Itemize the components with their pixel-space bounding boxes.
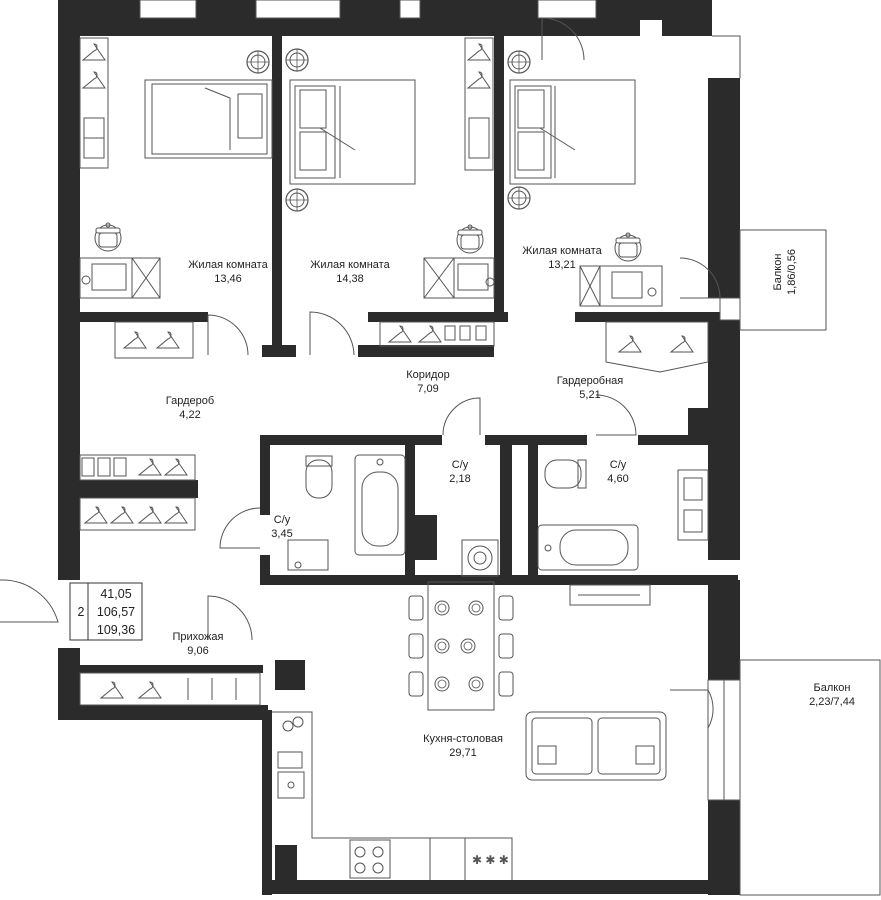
room-label-dressing-room: Гардеробная 5,21 xyxy=(540,374,640,402)
room-area: 4,60 xyxy=(607,473,629,485)
room-name: Кухня-столовая xyxy=(423,733,503,745)
room-area: 4,22 xyxy=(179,409,201,421)
windows xyxy=(139,0,741,801)
room-label-bedroom-3: Жилая комната 13,21 xyxy=(512,244,612,272)
room-area: 2,23/7,44 xyxy=(809,696,855,708)
room-area: 1,86/0,56 xyxy=(786,249,798,295)
living-area: 41,05 xyxy=(100,587,132,601)
room-area: 5,21 xyxy=(579,389,601,401)
room-count: 2 xyxy=(77,605,85,619)
room-label-wardrobe: Гардероб 4,22 xyxy=(140,394,240,422)
room-label-hallway: Прихожая 9,06 xyxy=(148,630,248,658)
room-name: Жилая комната xyxy=(310,259,390,271)
room-label-bedroom-2: Жилая комната 14,38 xyxy=(300,258,400,286)
room-name: Жилая комната xyxy=(522,245,602,257)
room-area: 29,71 xyxy=(449,747,477,759)
room-area: 13,21 xyxy=(548,259,576,271)
room-area: 3,45 xyxy=(271,528,293,540)
room-name: Балкон xyxy=(813,682,851,694)
room-label-bathroom-2: С/у 4,60 xyxy=(588,458,648,486)
room-area: 14,38 xyxy=(336,273,364,285)
room-name: С/у xyxy=(609,459,627,471)
room-name: Прихожая xyxy=(172,631,224,643)
room-area: 2,18 xyxy=(449,473,471,485)
room-label-bathroom-1: С/у 2,18 xyxy=(430,458,490,486)
svg-text:✱ ✱ ✱: ✱ ✱ ✱ xyxy=(472,853,509,867)
room-area: 7,09 xyxy=(417,383,439,395)
walls xyxy=(58,0,740,895)
area-values: 41,05 106,57 109,36 xyxy=(90,585,142,639)
room-label-bathroom-3: С/у 3,45 xyxy=(252,513,312,541)
room-label-bedroom-1: Жилая комната 13,46 xyxy=(178,258,278,286)
room-name: С/у xyxy=(451,459,469,471)
room-label-balcony-2: Балкон 2,23/7,44 xyxy=(782,681,881,709)
room-label-corridor: Коридор 7,09 xyxy=(378,368,478,396)
room-area: 9,06 xyxy=(187,645,209,657)
room-name: С/у xyxy=(273,514,291,526)
room-name: Балкон xyxy=(772,253,784,291)
total-area: 106,57 xyxy=(96,605,136,619)
room-label-balcony-1: Балкон 1,86/0,56 xyxy=(771,227,799,317)
room-name: Гардеробная xyxy=(556,375,624,387)
doors xyxy=(0,17,721,729)
room-label-kitchen: Кухня-столовая 29,71 xyxy=(408,732,518,760)
balconies xyxy=(712,35,881,896)
apartment-summary: 2 41,05 106,57 109,36 xyxy=(70,583,142,640)
total-area-with-balcony: 109,36 xyxy=(96,623,136,637)
room-name: Жилая комната xyxy=(188,259,268,271)
room-name: Коридор xyxy=(406,369,450,381)
furniture: ✱ ✱ ✱ xyxy=(69,37,709,880)
room-area: 13,46 xyxy=(214,273,242,285)
room-name: Гардероб xyxy=(165,395,215,407)
